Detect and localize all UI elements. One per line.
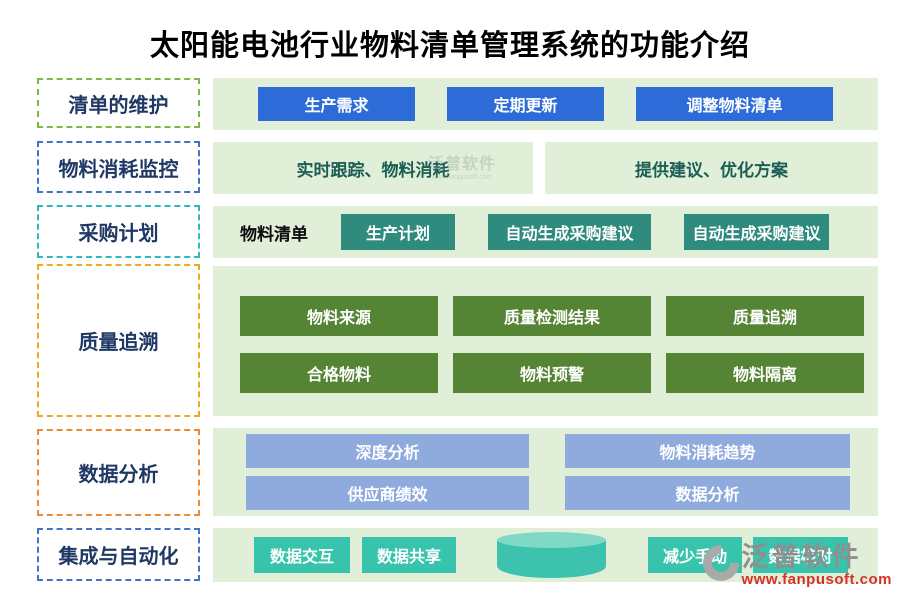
material-source-button[interactable]: 物料来源: [240, 295, 438, 336]
data-sharing-button[interactable]: 数据共享: [362, 537, 456, 573]
sidebar-label: 物料消耗监控: [58, 158, 179, 181]
optimization-suggestion-panel: 提供建议、优化方案: [545, 142, 878, 194]
quality-inspection-result-button[interactable]: 质量检测结果: [453, 295, 651, 336]
qualified-material-button[interactable]: 合格物料: [240, 352, 438, 393]
sidebar-item-consumption-monitoring: 物料消耗监控: [37, 141, 200, 193]
material-consumption-trend-button[interactable]: 物料消耗趋势: [565, 434, 850, 468]
sidebar-item-integration-automation: 集成与自动化: [37, 528, 200, 581]
data-check-button[interactable]: 数据核对: [753, 537, 848, 573]
realtime-tracking-panel: 实时跟踪、物料消耗: [213, 142, 533, 194]
sidebar-label: 清单的维护: [68, 94, 169, 117]
production-demand-button[interactable]: 生产需求: [258, 87, 415, 121]
watermark: 泛普软件 www.fanpusoft.com: [701, 543, 892, 588]
sidebar-item-data-analysis: 数据分析: [37, 429, 200, 516]
database-cylinder-icon: [497, 532, 606, 578]
row-procurement-plan: 物料清单 生产计划 自动生成采购建议 自动生成采购建议: [213, 206, 878, 258]
fanpu-logo-icon: [701, 543, 742, 588]
sidebar-item-quality-trace: 质量追溯: [37, 264, 200, 417]
sidebar-item-list-maintenance: 清单的维护: [37, 78, 200, 128]
watermark-brand: 泛普软件: [741, 542, 862, 572]
production-plan-button[interactable]: 生产计划: [341, 214, 455, 250]
adjust-bom-button[interactable]: 调整物料清单: [636, 87, 833, 121]
row-integration-automation: 数据交互 数据共享 减少手动 数据核对: [213, 528, 878, 582]
bom-list-label: 物料清单: [240, 224, 308, 244]
row-consumption-monitoring: 实时跟踪、物料消耗 提供建议、优化方案: [213, 142, 878, 194]
data-analysis-button[interactable]: 数据分析: [565, 476, 850, 510]
supplier-performance-button[interactable]: 供应商绩效: [246, 476, 529, 510]
auto-purchase-suggestion-button-1[interactable]: 自动生成采购建议: [488, 214, 651, 250]
deep-analysis-button[interactable]: 深度分析: [246, 434, 529, 468]
row-list-maintenance: 生产需求 定期更新 调整物料清单: [213, 78, 878, 130]
sidebar-label: 采购计划: [78, 223, 159, 245]
page-title: 太阳能电池行业物料清单管理系统的功能介绍: [149, 30, 750, 62]
auto-purchase-suggestion-button-2[interactable]: 自动生成采购建议: [684, 214, 829, 250]
material-isolation-button[interactable]: 物料隔离: [666, 352, 864, 393]
quality-trace-button[interactable]: 质量追溯: [666, 295, 864, 336]
sidebar-label: 集成与自动化: [58, 546, 179, 568]
sidebar-label: 质量追溯: [78, 332, 159, 354]
row-data-analysis: 深度分析 物料消耗趋势 供应商绩效 数据分析: [213, 428, 878, 516]
sidebar-item-procurement-plan: 采购计划: [37, 205, 200, 258]
watermark-url: www.fanpusoft.com: [741, 571, 892, 588]
data-exchange-button[interactable]: 数据交互: [254, 537, 350, 573]
sidebar-label: 数据分析: [78, 464, 159, 486]
row-quality-trace: 物料来源 质量检测结果 质量追溯 合格物料 物料预警 物料隔离: [213, 266, 878, 416]
material-warning-button[interactable]: 物料预警: [453, 352, 651, 393]
watermark-text: 泛普软件 www.fanpusoft.com: [742, 543, 892, 588]
periodic-update-button[interactable]: 定期更新: [447, 87, 604, 121]
